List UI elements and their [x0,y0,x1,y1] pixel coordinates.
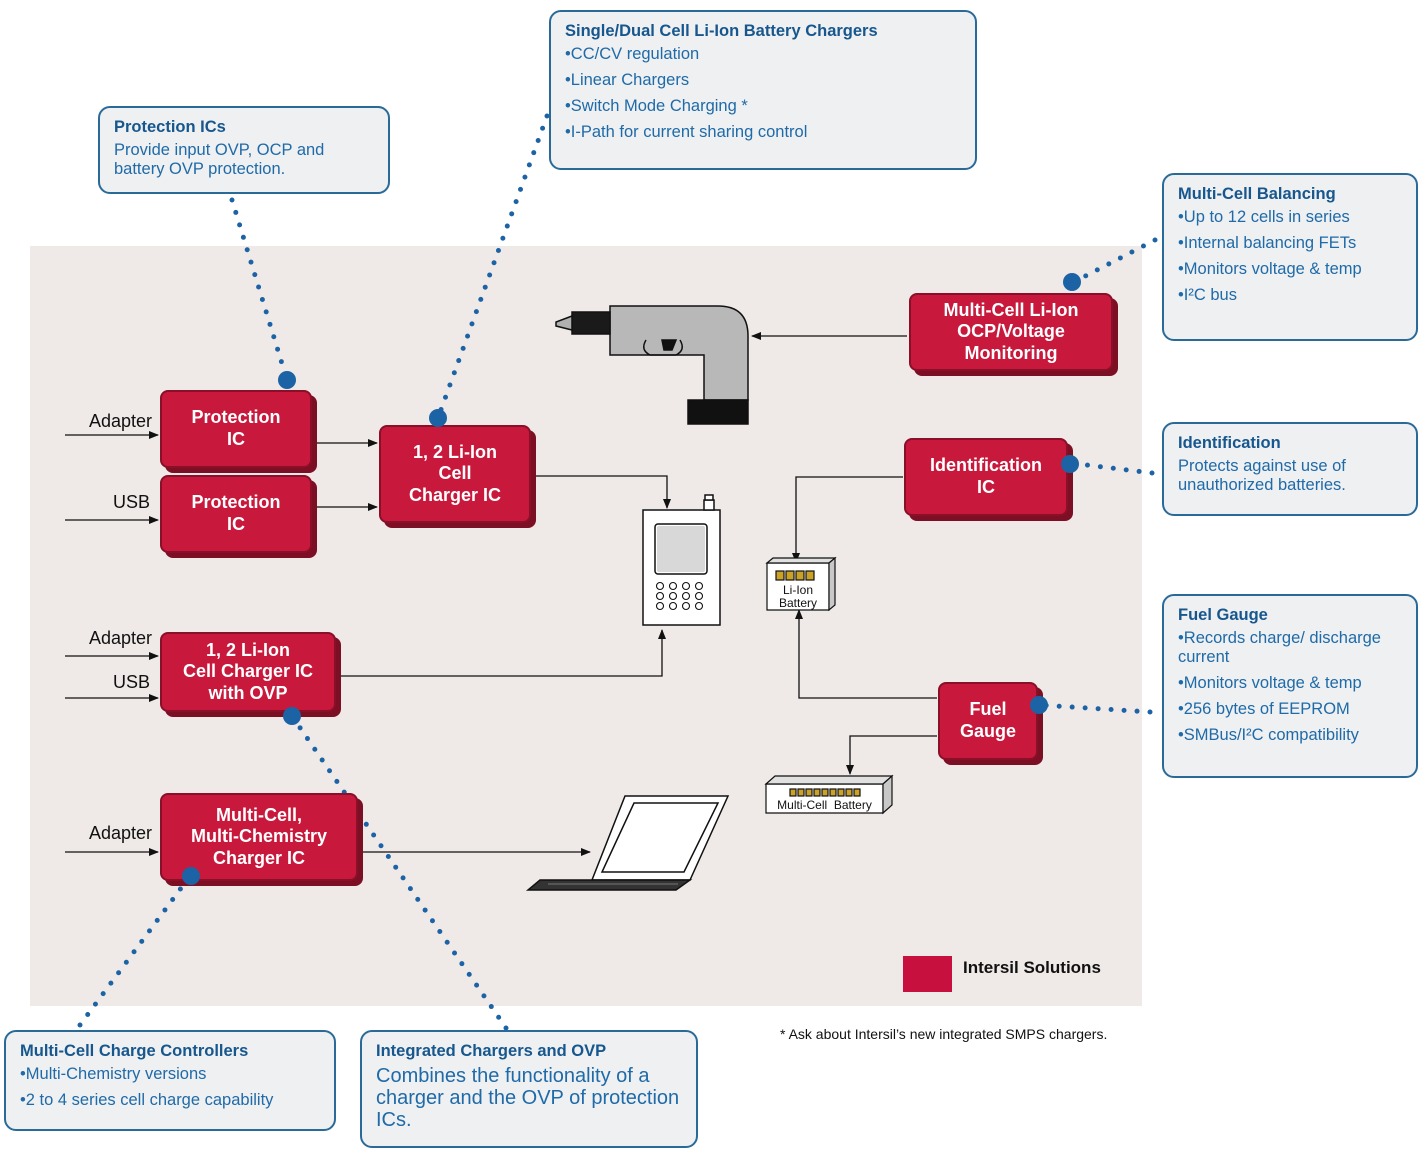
callout-item: Internal balancing FETs [1178,234,1402,253]
leader-identification [1067,460,1155,476]
input-label-adapter: Adapter [89,628,153,648]
connector-dot [182,867,200,885]
multi-cell-battery-icon [764,774,894,815]
li-ion-battery-icon [765,556,837,612]
callout-protection-ics: Protection ICs Provide input OVP, OCP an… [98,106,390,194]
footnote: * Ask about Intersil’s new integrated SM… [780,1026,1108,1042]
callout-item: Records charge/ discharge current [1178,629,1402,667]
leader-chargers [435,113,550,421]
connector-dot [429,409,447,427]
callout-title: Protection ICs [114,118,226,136]
callout-item: CC/CV regulation [565,45,961,64]
callout-text: Provide input OVP, OCP and battery OVP p… [114,140,325,178]
protection-ic-block-1: Protection IC [160,390,312,468]
cell-charger-ic-block: 1, 2 Li-Ion Cell Charger IC [379,425,531,523]
callout-title: Multi-Cell Charge Controllers [20,1042,249,1060]
ocp-voltage-monitoring-block: Multi-Cell Li-Ion OCP/Voltage Monitoring [909,293,1113,371]
callout-identification: Identification Protects against use of u… [1162,422,1418,516]
callout-title: Single/Dual Cell Li-Ion Battery Chargers [565,22,878,40]
callout-title: Identification [1178,434,1281,452]
fuel-gauge-block: Fuel Gauge [938,682,1038,760]
callout-text: Combines the functionality of a charger … [376,1064,680,1131]
legend-swatch [903,956,952,992]
legend-label: Intersil Solutions [963,958,1101,977]
charger-ovp-ic-block: 1, 2 Li-Ion Cell Charger IC with OVP [160,632,336,712]
callout-title: Integrated Chargers and OVP [376,1042,607,1060]
leader-charge-controllers [77,873,193,1028]
callout-text: Protects against use of unauthorized bat… [1178,456,1346,494]
callout-item: Up to 12 cells in series [1178,208,1402,227]
multi-cell-battery-label: Multi-Cell Battery [777,798,872,812]
leader-integrated-ovp [289,713,509,1031]
callout-chargers: Single/Dual Cell Li-Ion Battery Chargers… [549,10,977,170]
callout-multicell-balancing: Multi-Cell Balancing Up to 12 cells in s… [1162,173,1418,341]
connector-dot [283,707,301,725]
leader-protection [229,197,290,383]
input-label-usb: USB [113,492,151,512]
callout-integrated-ovp: Integrated Chargers and OVP Combines the… [360,1030,698,1148]
connector-dot [1030,696,1048,714]
callout-fuel-gauge: Fuel Gauge Records charge/ discharge cur… [1162,594,1418,778]
input-label-adapter: Adapter [89,823,153,843]
callout-item: Linear Chargers [565,71,961,90]
connector-dot [1061,455,1079,473]
callout-title: Fuel Gauge [1178,606,1268,624]
wire-fuel-multicell [846,735,937,775]
wire-fuel-battery [795,609,937,699]
callout-item: Monitors voltage & temp [1178,674,1402,693]
connector-dot [1063,273,1081,291]
callout-item: I-Path for current sharing control [565,123,961,142]
callout-item: Multi-Chemistry versions [20,1065,320,1084]
wire-id-battery [792,476,903,563]
callout-item: Switch Mode Charging * [565,97,961,116]
input-label-adapter: Adapter [89,411,153,431]
callout-item: I²C bus [1178,286,1402,305]
leader-fuelgauge [1037,702,1153,715]
callout-item: 2 to 4 series cell charge capability [20,1091,320,1110]
drill-icon [555,305,749,425]
laptop-icon [525,795,730,891]
protection-ic-block-2: Protection IC [160,475,312,553]
input-label-usb: USB [113,672,151,692]
leader-balancing [1069,237,1158,286]
callout-item: 256 bytes of EEPROM [1178,700,1402,719]
wire-ovp-phone [338,629,666,677]
wire-charger-phone [532,475,671,509]
connector-dot [278,371,296,389]
identification-ic-block: Identification IC [904,438,1068,516]
li-ion-battery-label: Li-Ion Battery [778,583,817,610]
callout-item: SMBus/I²C compatibility [1178,726,1402,745]
callout-title: Multi-Cell Balancing [1178,185,1336,203]
multichemistry-charger-ic-block: Multi-Cell, Multi-Chemistry Charger IC [160,793,358,881]
callout-charge-controllers: Multi-Cell Charge Controllers Multi-Chem… [4,1030,336,1131]
callout-item: Monitors voltage & temp [1178,260,1402,279]
cell-phone-icon [642,494,721,626]
